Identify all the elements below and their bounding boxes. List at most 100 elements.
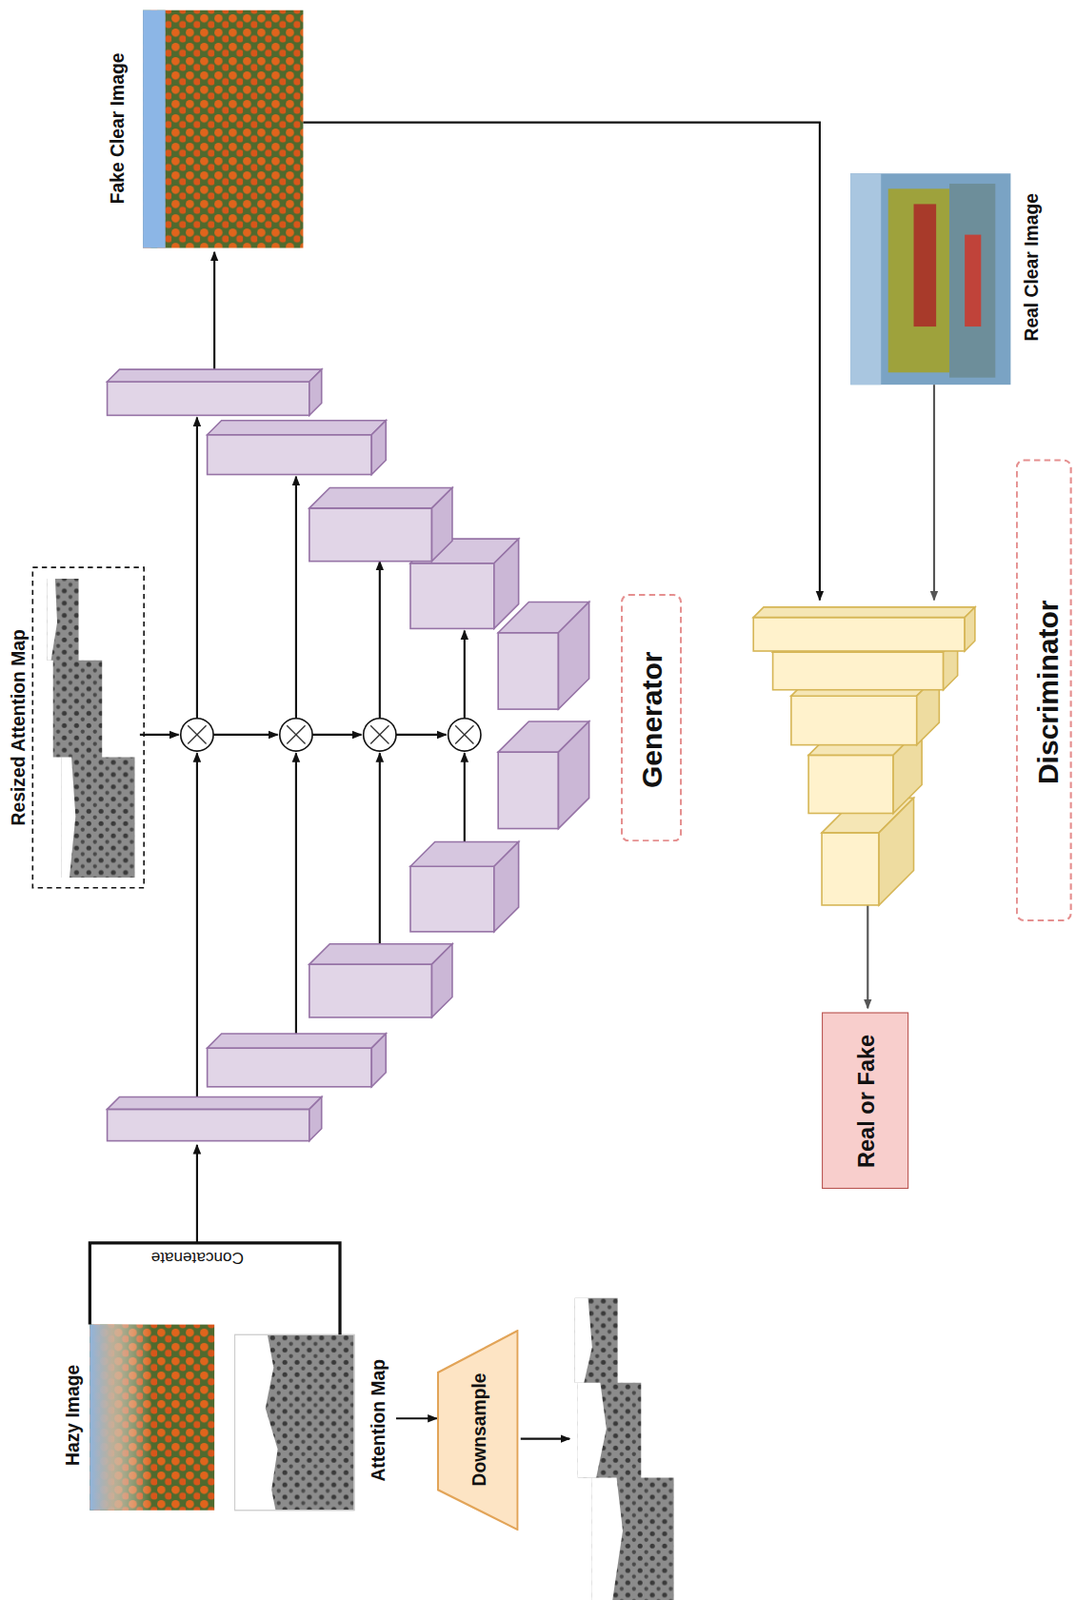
- multiply-cross: [370, 725, 389, 744]
- node-label: Real or Fake: [854, 1035, 879, 1169]
- node-label: Hazy Image: [63, 1365, 84, 1467]
- trapezoid-outline: [438, 1331, 519, 1531]
- arrow: [463, 631, 466, 719]
- encoder-block: [410, 841, 519, 932]
- node-label: Real Clear Image: [1021, 193, 1042, 342]
- arrow: [196, 753, 199, 1097]
- resized-attention-images: [46, 578, 135, 878]
- multiply-cross: [455, 725, 474, 744]
- multiply-symbol: [448, 718, 481, 752]
- multiply-cross: [187, 725, 206, 744]
- arrow: [213, 734, 279, 737]
- multiply-circle: [448, 718, 481, 752]
- dashed-frame: [32, 567, 144, 889]
- encoder-block-face: [207, 1048, 373, 1088]
- discriminator-block: [753, 607, 976, 652]
- decoder-block-face: [309, 508, 433, 562]
- image-node: Fake Clear Image: [101, 10, 303, 249]
- discriminator-block-top: [753, 607, 976, 618]
- image-node: Hazy Image: [57, 1325, 215, 1514]
- multiply-circle: [180, 718, 214, 752]
- discriminator-block-face: [821, 833, 879, 906]
- multiply-symbol: [279, 718, 313, 752]
- image-node: Real Clear Image: [850, 173, 1050, 385]
- multiply-cross: [187, 725, 206, 744]
- group-label-box: Discriminator: [1016, 458, 1073, 922]
- encoder-block-top: [207, 1034, 387, 1049]
- arrow: [520, 1438, 570, 1441]
- encoder-block: [309, 944, 453, 1018]
- encoder-block-face: [309, 964, 433, 1018]
- arrow: [866, 905, 869, 1009]
- encoder-block-face: [410, 866, 495, 933]
- arrow: [196, 417, 199, 718]
- decoder-block-side: [432, 487, 453, 561]
- arrow: [378, 561, 381, 719]
- encoder-block-side: [309, 1097, 322, 1142]
- bottleneck-block-face: [498, 633, 558, 710]
- node-label: Attention Map: [369, 1359, 390, 1483]
- arrow: [396, 734, 447, 737]
- encoder-block-top: [107, 1097, 322, 1111]
- output-box: Real or Fake: [821, 1013, 909, 1190]
- decoder-block: [309, 487, 453, 561]
- multiply-circle: [363, 718, 397, 752]
- decoder-block-face: [207, 435, 373, 476]
- encoder-block-side: [371, 1034, 386, 1088]
- encoder-block-top: [309, 944, 453, 965]
- concatenate-bracket: [89, 1243, 340, 1336]
- multiply-symbol: [363, 718, 397, 752]
- arrow: [139, 734, 180, 737]
- multiply-cross: [286, 725, 305, 744]
- image-node: Resized Attention Map: [3, 567, 145, 889]
- encoder-block-side: [494, 841, 519, 932]
- decoder-block-top: [207, 420, 387, 436]
- multiply-cross: [286, 725, 305, 744]
- downsample-trapezoid: Downsample: [437, 1330, 519, 1532]
- decoder-block-face: [410, 563, 495, 630]
- bottleneck-block-face: [498, 752, 558, 829]
- decoder-block-face: [107, 381, 310, 416]
- arrow: [196, 1145, 199, 1244]
- arrow: [213, 252, 216, 370]
- attention-pyramid: [575, 1298, 675, 1600]
- discriminator-block-face: [753, 617, 965, 652]
- arrow: [295, 477, 298, 719]
- discriminator-block-face: [808, 755, 894, 814]
- node-label: Fake Clear Image: [108, 53, 129, 205]
- decoder-block: [207, 420, 387, 476]
- arrow: [312, 734, 361, 737]
- node-label: Resized Attention Map: [9, 629, 30, 826]
- encoder-block: [207, 1034, 387, 1088]
- decoder-block-side: [371, 420, 386, 476]
- bottleneck-block: [498, 721, 589, 830]
- image-node: Attention Map: [235, 1335, 397, 1511]
- bottleneck-block-side: [557, 721, 589, 830]
- decoder-block-top: [309, 487, 453, 508]
- bottleneck-block-side: [557, 602, 589, 711]
- attention-map-image: [235, 1335, 355, 1511]
- discriminator-block-face: [791, 696, 917, 745]
- decoder-block: [107, 369, 322, 416]
- real-clear-image: [850, 173, 1011, 385]
- node-label: Discriminator: [1032, 599, 1064, 785]
- encoder-block: [107, 1097, 322, 1142]
- multiply-symbol: [180, 718, 214, 752]
- hazy-image: [89, 1325, 215, 1512]
- bottleneck-block: [498, 602, 589, 711]
- group-label-box: Generator: [620, 594, 682, 843]
- decoder-block-side: [494, 538, 519, 629]
- operation-label: Concatenate: [150, 1249, 243, 1268]
- node-label: Downsample: [469, 1373, 490, 1487]
- arrow-connector: [396, 1417, 438, 1420]
- node-label: Generator: [637, 651, 670, 788]
- arrow: [295, 753, 298, 1035]
- discriminator-block-side: [964, 607, 976, 652]
- multiply-cross: [370, 725, 389, 744]
- arrow: [302, 122, 819, 601]
- multiply-circle: [279, 718, 313, 752]
- encoder-block-side: [432, 944, 453, 1018]
- discriminator-block-face: [773, 652, 944, 691]
